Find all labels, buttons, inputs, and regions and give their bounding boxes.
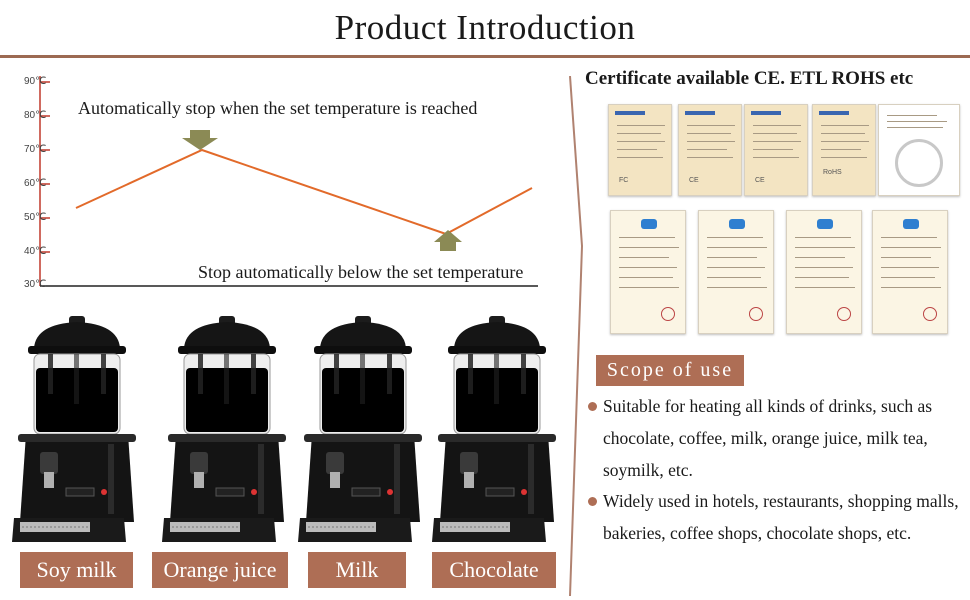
product-milk: .p2 .liquid{fill:#f6f6f6;} [297,312,428,547]
title-underline [0,55,970,58]
dispenser-icon: .p2 .liquid{fill:#f6f6f6;} [297,315,423,543]
certificate-image [610,210,686,334]
scope-heading: Scope of use [596,355,744,386]
annotation-below-temp: Stop automatically below the set tempera… [198,262,524,282]
certificate-heading: Certificate available CE. ETL ROHS etc [585,68,914,89]
cert-mark: FC [619,177,629,184]
y-tick-label: 90℃ [24,76,47,87]
scope-bullet: Widely used in hotels, restaurants, shop… [603,491,959,543]
product-soy-milk: .p0 .liquid{fill:#f8ebc8;} [11,312,142,547]
page-title: Product Introduction [334,8,636,47]
dispenser-icon: .p0 .liquid{fill:#f8ebc8;} [11,315,137,543]
label-chocolate: Chocolate [432,552,556,588]
cert-mark: CE [755,177,765,184]
annotation-auto-stop: Automatically stop when the set temperat… [78,98,478,118]
cert-mark: CE [689,177,699,184]
certificate-image: CE [744,104,808,196]
ul-logo-icon [895,139,943,187]
label-soy-milk: Soy milk [20,552,133,588]
certificate-image: CE [678,104,742,196]
certificate-image [872,210,948,334]
bullet-icon [588,497,597,506]
arrow-down-icon [182,130,218,150]
temperature-line [75,148,533,236]
y-tick-label: 50℃ [24,212,47,223]
certificate-image [786,210,862,334]
column-divider [569,76,584,596]
temperature-chart: 90℃ 80℃ 70℃ 60℃ 50℃ 40℃ 30℃ Automaticall… [18,70,563,300]
arrow-up-icon [434,230,462,251]
label-milk: Milk [308,552,406,588]
certificate-image [698,210,774,334]
scope-bullet: Suitable for heating all kinds of drinks… [603,396,933,480]
label-orange-juice: Orange juice [152,552,288,588]
product-orange-juice: .p1 .liquid{fill:#f7a51f;} [161,312,292,547]
bullet-icon [588,402,597,411]
y-tick-label: 30℃ [24,279,47,290]
certificate-image [878,104,960,196]
y-tick-label: 40℃ [24,246,47,257]
dispenser-icon: .p3 .liquid{fill:#5b3326;} [431,315,557,543]
certificate-image: RoHS [812,104,876,196]
cert-mark: RoHS [823,169,842,176]
certificate-image: FC [608,104,672,196]
y-tick-label: 80℃ [24,110,47,121]
y-tick-label: 60℃ [24,178,47,189]
dispenser-icon: .p1 .liquid{fill:#f7a51f;} [161,315,287,543]
y-tick-label: 70℃ [24,144,47,155]
temperature-chart-svg [39,76,538,287]
product-chocolate: .p3 .liquid{fill:#5b3326;} [431,312,562,547]
